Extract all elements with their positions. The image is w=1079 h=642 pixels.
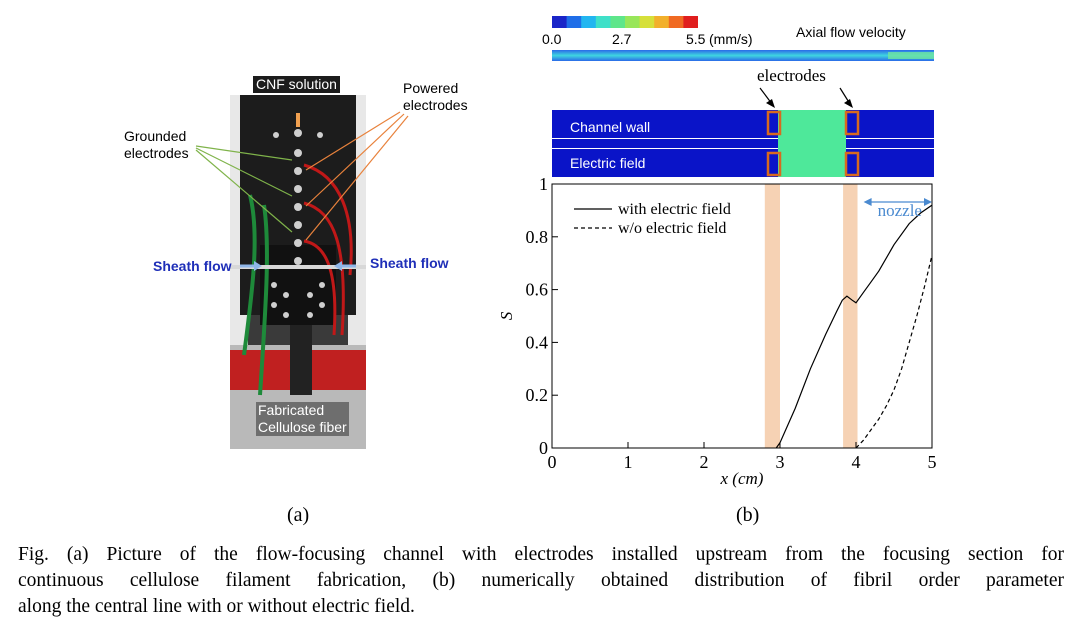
- x-tick-label: 5: [928, 452, 937, 472]
- y-tick-label: 0.6: [526, 280, 549, 300]
- sheath-flow-right-label: Sheath flow: [370, 255, 449, 271]
- grounded-electrodes-line1: Grounded: [124, 128, 187, 144]
- y-tick-label: 0: [539, 438, 548, 458]
- y-tick-label: 0.4: [526, 332, 549, 352]
- colorbar-tick-2: 5.5: [686, 31, 706, 47]
- fabricated-line1: Fabricated: [258, 402, 325, 418]
- x-axis-label: x (cm): [720, 469, 764, 488]
- y-tick-label: 0.2: [526, 385, 549, 405]
- y-tick-label: 1: [539, 174, 548, 194]
- nozzle-arrowhead-left: [863, 198, 872, 206]
- colorbar: [552, 15, 699, 33]
- x-tick-label: 0: [548, 452, 557, 472]
- x-tick-label: 4: [852, 452, 861, 472]
- nozzle-label: nozzle: [878, 201, 922, 220]
- cnf-solution-label: CNF solution: [253, 76, 340, 93]
- colorbar-swatch: [595, 16, 611, 28]
- electrode-pointer-arrows: [759, 87, 853, 108]
- colorbar-tick-1: 2.7: [612, 31, 632, 47]
- colorbar-swatch: [639, 16, 655, 28]
- velocity-field-strip: [552, 50, 934, 61]
- caption-line-2: continuous cellulose filament fabricatio…: [18, 570, 1064, 591]
- colorbar-swatches: [552, 16, 699, 28]
- grounded-electrodes-label: Grounded electrodes: [124, 128, 189, 162]
- device-photo-drawing: [230, 95, 366, 449]
- series-line: [775, 204, 933, 449]
- grounded-electrode-leaders: [195, 145, 293, 233]
- electric-field-label: Electric field: [570, 155, 646, 171]
- x-tick-label: 1: [624, 452, 633, 472]
- x-tick-label: 3: [776, 452, 785, 472]
- sheath-flow-left-label: Sheath flow: [153, 258, 232, 274]
- colorbar-swatch: [683, 16, 699, 28]
- y-tick-label: 0.8: [526, 227, 549, 247]
- powered-electrode-leaders: [305, 111, 409, 241]
- colorbar-title: Axial flow velocity: [796, 24, 906, 40]
- nozzle-arrowhead-right: [924, 198, 932, 206]
- colorbar-unit: (mm/s): [709, 31, 753, 47]
- channel-schematic: [552, 87, 934, 177]
- colorbar-swatch: [668, 16, 684, 28]
- electric-field-band: [552, 149, 934, 177]
- caption-line-1: Fig. (a) Picture of the flow-focusing ch…: [18, 544, 1064, 565]
- panel-a-tag: (a): [287, 504, 310, 526]
- series-line: [855, 255, 933, 449]
- x-tick-label: 2: [700, 452, 709, 472]
- colorbar-tick-0: 0.0: [542, 31, 562, 47]
- electrodes-label: electrodes: [757, 66, 826, 85]
- fabricated-fiber-label: Fabricated Cellulose fiber: [256, 402, 349, 436]
- electrode-band: [843, 184, 858, 448]
- legend-label: w/o electric field: [618, 220, 726, 237]
- device-photo: [230, 95, 366, 449]
- field-region: [778, 110, 846, 177]
- caption-line-3: along the central line with or without e…: [18, 596, 415, 617]
- electrode-band: [764, 184, 780, 448]
- colorbar-swatch: [625, 16, 641, 28]
- channel-wall-band: [552, 110, 934, 138]
- colorbar-swatch: [566, 16, 582, 28]
- sheath-flow-arrows: [240, 261, 356, 271]
- panel-b-tag: (b): [736, 504, 760, 526]
- powered-electrodes-label: Powered electrodes: [403, 80, 468, 114]
- figure-caption: Fig. (a) Picture of the flow-focusing ch…: [18, 542, 1064, 620]
- y-axis-label: S: [497, 311, 516, 320]
- colorbar-swatch: [654, 16, 670, 28]
- powered-electrodes-line2: electrodes: [403, 97, 468, 113]
- colorbar-swatch: [581, 16, 597, 28]
- electrode-boxes: [766, 110, 860, 177]
- channel-wall-label: Channel wall: [570, 119, 651, 135]
- plot-frame: [551, 183, 933, 449]
- grounded-electrodes-line2: electrodes: [124, 145, 189, 161]
- legend-label: with electric field: [618, 201, 731, 218]
- colorbar-swatch: [552, 16, 568, 28]
- powered-electrodes-line1: Powered: [403, 80, 459, 96]
- fabricated-line2: Cellulose fiber: [258, 419, 347, 435]
- colorbar-swatch: [610, 16, 626, 28]
- figure-a-leader-lines: [195, 111, 409, 271]
